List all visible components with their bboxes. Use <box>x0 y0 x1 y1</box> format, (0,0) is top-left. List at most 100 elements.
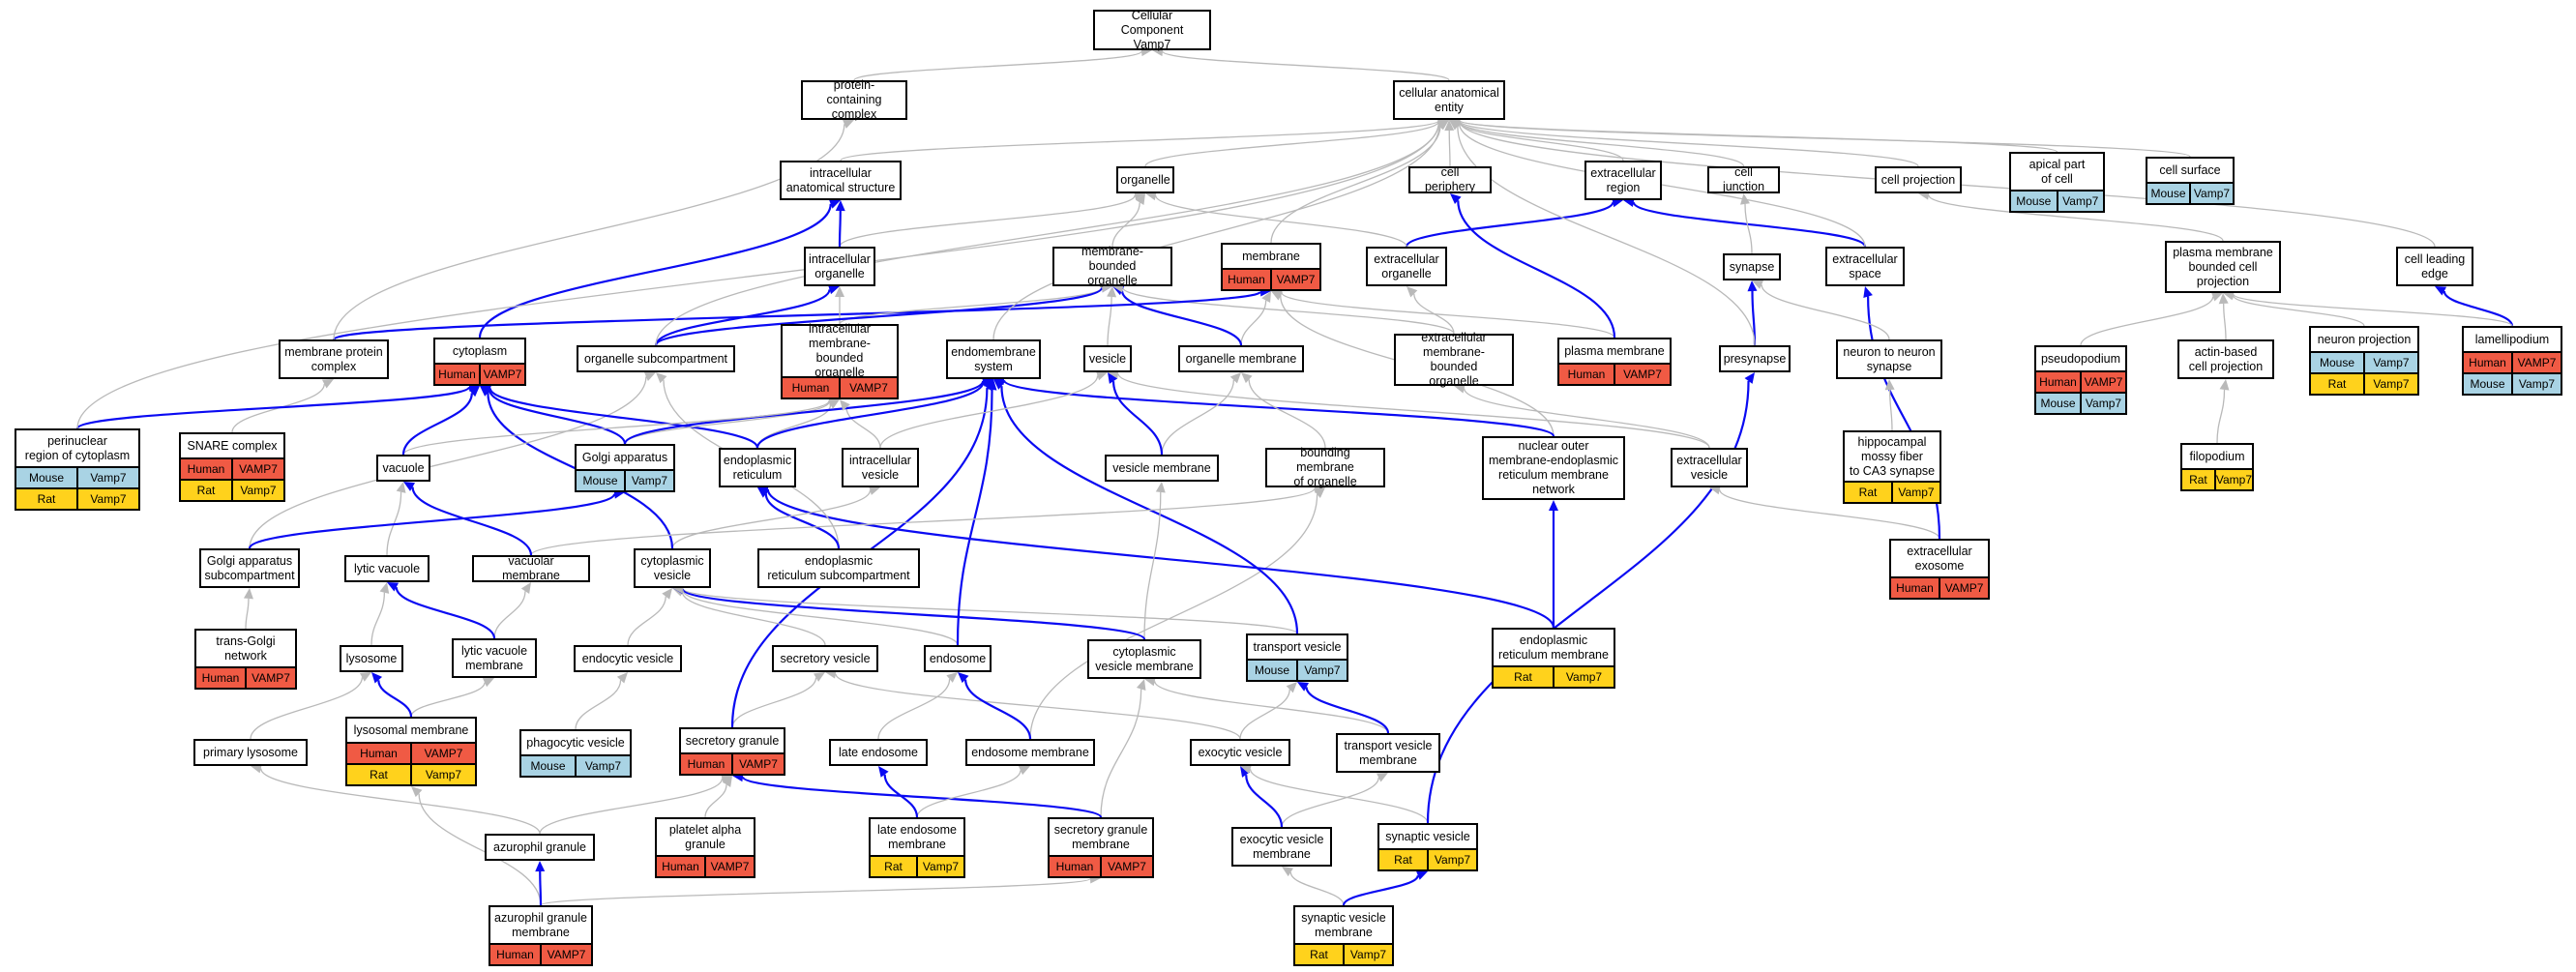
term-node-cell-leading-edge[interactable]: cell leading edge <box>2396 247 2473 286</box>
term-node-er[interactable]: endoplasmic reticulum <box>719 448 796 487</box>
term-node-cyto-vesicle-membrane[interactable]: cytoplasmic vesicle membrane <box>1087 639 1201 679</box>
part-of-edge <box>377 680 413 718</box>
term-node-endomembrane-system[interactable]: endomembrane system <box>946 339 1041 379</box>
term-label: endocytic vesicle <box>581 651 674 665</box>
term-node-presynapse[interactable]: presynapse <box>1719 345 1791 372</box>
term-node-endosome[interactable]: endosome <box>924 645 992 672</box>
term-node-cell-periphery[interactable]: cell periphery <box>1408 165 1492 193</box>
term-node-n2n-synapse[interactable]: neuron to neuron synapse <box>1836 339 1942 379</box>
term-node-cell-junction[interactable]: cell junction <box>1707 165 1780 193</box>
term-node-lytic-vacuole-membrane[interactable]: lytic vacuole membrane <box>452 638 537 678</box>
organism-cell: Mouse <box>521 756 575 776</box>
term-node-late-endosome[interactable]: late endosome <box>829 739 928 766</box>
is-a-edge <box>1289 871 1345 906</box>
gene-cell: Vamp7 <box>1427 850 1476 869</box>
term-label: vacuolar membrane <box>502 554 560 582</box>
term-node-exocytic-vesicle-membrane[interactable]: exocytic vesicle membrane <box>1231 827 1332 867</box>
term-node-golgi-subcompartment[interactable]: Golgi apparatus subcompartment <box>199 548 300 588</box>
edge-arrowhead <box>840 399 850 411</box>
term-node-intra-organelle[interactable]: intracellular organelle <box>804 247 875 286</box>
term-node-vacuole[interactable]: vacuole <box>376 455 430 482</box>
term-node-transport-vesicle-membrane[interactable]: transport vesicle membrane <box>1336 733 1440 773</box>
term-node-synapse[interactable]: synapse <box>1723 253 1781 280</box>
term-node-organelle-subcompartment[interactable]: organelle subcompartment <box>577 345 735 372</box>
organism-cell: Human <box>657 857 704 876</box>
term-label: organelle subcompartment <box>584 351 727 366</box>
term-node-exocytic-vesicle[interactable]: exocytic vesicle <box>1190 739 1290 766</box>
is-a-edge <box>1161 379 1235 456</box>
term-node-extracellular-space[interactable]: extracellular space <box>1825 247 1905 286</box>
organism-cell: Rat <box>181 481 231 500</box>
term-node-membrane-protein-complex[interactable]: membrane protein complex <box>279 339 389 379</box>
term-node-pm-bounded-projection[interactable]: plasma membrane bounded cell projection <box>2165 241 2281 293</box>
term-node-secretory-vesicle[interactable]: secretory vesicle <box>772 645 878 672</box>
term-node-intra-structure[interactable]: intracellular anatomical structure <box>780 161 902 200</box>
term-node-organelle[interactable]: organelle <box>1116 166 1174 193</box>
term-node-vacuolar-membrane[interactable]: vacuolar membrane <box>472 554 590 582</box>
term-node-vesicle-membrane[interactable]: vesicle membrane <box>1105 455 1219 482</box>
term-node-lysosome[interactable]: lysosome <box>340 645 403 672</box>
term-node-organelle-membrane[interactable]: organelle membrane <box>1178 345 1304 372</box>
term-node-extracellular-vesicle[interactable]: extracellular vesicle <box>1671 448 1748 487</box>
term-node-intra-mb-organelle[interactable]: intracellular membrane-bounded organelle… <box>781 322 899 399</box>
term-node-vesicle[interactable]: vesicle <box>1083 345 1132 372</box>
edge-arrowhead <box>1135 193 1145 205</box>
term-node-er-subcompartment[interactable]: endoplasmic reticulum subcompartment <box>757 548 920 588</box>
term-node-extracellular-organelle[interactable]: extracellular organelle <box>1366 247 1447 286</box>
term-node-cyto-vesicle[interactable]: cytoplasmic vesicle <box>634 548 711 588</box>
term-node-actin-projection[interactable]: actin-based cell projection <box>2177 339 2274 379</box>
is-a-edge <box>835 673 1241 740</box>
term-node-cell-entity[interactable]: cellular anatomical entity <box>1393 80 1505 120</box>
term-node-cell-projection[interactable]: cell projection <box>1875 166 1962 193</box>
edge-arrowhead <box>387 582 400 592</box>
term-node-nuclear-outer[interactable]: nuclear outer membrane-endoplasmic retic… <box>1482 436 1625 500</box>
is-a-edge <box>1029 494 1318 740</box>
term-node-intra-vesicle[interactable]: intracellular vesicle <box>842 448 919 487</box>
term-node-primary-lysosome[interactable]: primary lysosome <box>193 739 308 766</box>
term-node-protein-complex[interactable]: protein-containing complex <box>801 78 907 121</box>
term-node-bounding-membrane[interactable]: bounding membrane of organelle <box>1265 446 1385 488</box>
term-label: late endosome membrane <box>876 822 957 851</box>
term-node-lytic-vacuole[interactable]: lytic vacuole <box>344 555 429 582</box>
term-node-endocytic-vesicle[interactable]: endocytic vesicle <box>574 645 682 672</box>
term-node-extracellular-region[interactable]: extracellular region <box>1584 161 1662 200</box>
term-node-endosome-membrane[interactable]: endosome membrane <box>965 739 1095 766</box>
term-node-extra-mb-organelle[interactable]: extracellular membrane-bounded organelle <box>1394 331 1514 388</box>
organism-cell: Human <box>681 754 731 774</box>
term-label: endomembrane system <box>951 344 1036 373</box>
term-node-membrane-bounded-organelle[interactable]: membrane-bounded organelle <box>1052 245 1172 287</box>
edge-arrowhead <box>1241 372 1253 384</box>
term-label: cytoplasmic vesicle <box>640 553 704 582</box>
term-node-cc-vamp7[interactable]: Cellular Component Vamp7 <box>1093 9 1211 51</box>
term-node-azurophil-granule[interactable]: azurophil granule <box>485 834 595 861</box>
gene-cell: VAMP7 <box>2511 353 2561 372</box>
